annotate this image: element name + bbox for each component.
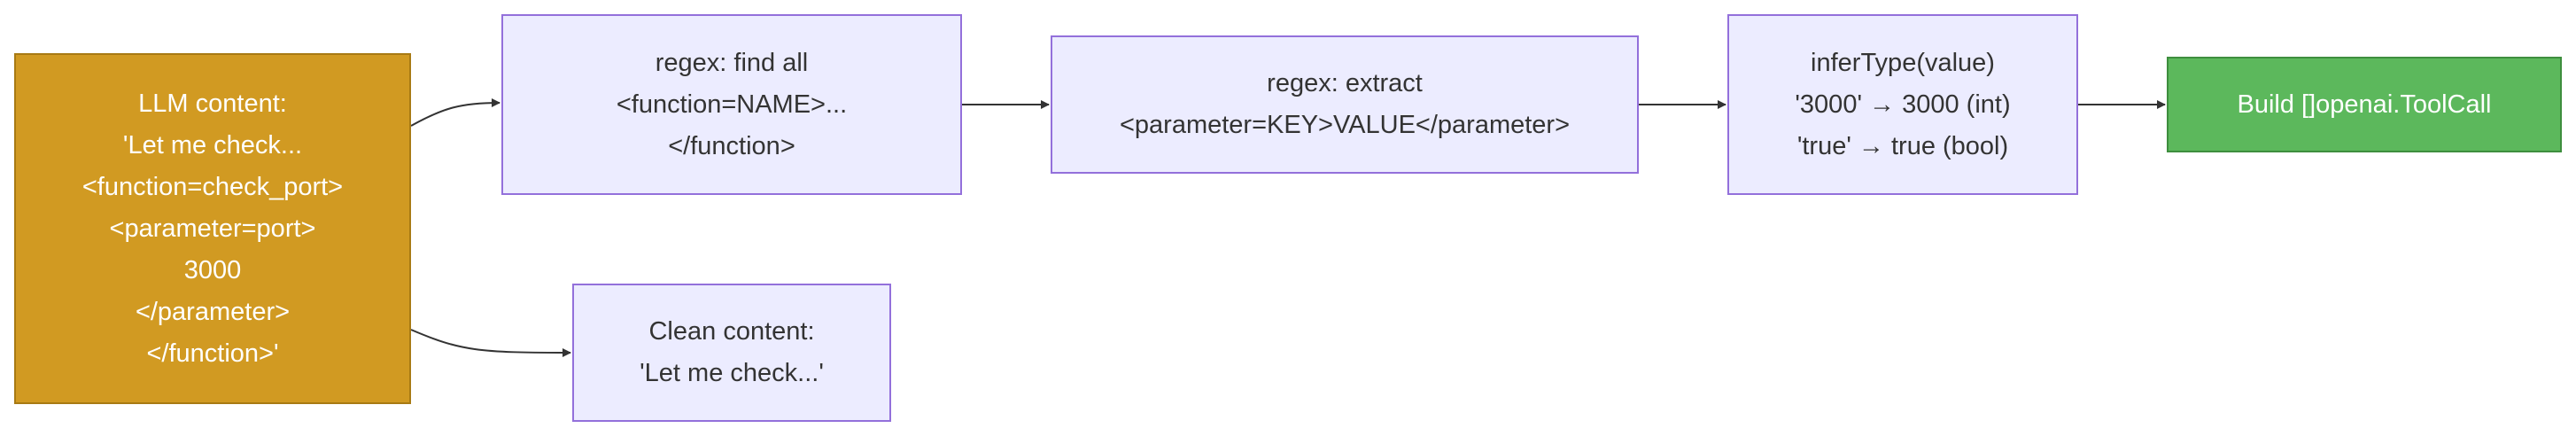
find-all-line-1: regex: find all [655, 48, 809, 77]
llm-content-line-3: <function=check_port> [81, 172, 344, 201]
llm-content-line-7: </function>' [146, 339, 279, 368]
infer-type-line-2: '3000' → 3000 (int) [1795, 90, 2011, 119]
llm-content-line-2: 'Let me check... [122, 130, 303, 160]
llm-content-line-5: 3000 [183, 255, 242, 284]
find-all-line-2: <function=NAME>... [616, 90, 848, 119]
extract-line-1: regex: extract [1267, 69, 1423, 97]
llm-content-node: LLM content: 'Let me check... <function=… [14, 53, 411, 404]
clean-line-2: 'Let me check...' [640, 359, 824, 387]
infer-type-line-3: 'true' → true (bool) [1796, 131, 2009, 160]
infer-type-line-1: inferType(value) [1811, 48, 1995, 77]
llm-content-line-6: </parameter> [135, 297, 291, 326]
clean-content-node: Clean content: 'Let me check...' [572, 284, 891, 422]
clean-line-1: Clean content: [648, 317, 815, 346]
llm-content-line-4: <parameter=port> [109, 214, 316, 243]
llm-content-line-1: LLM content: [138, 89, 287, 118]
extract-line-2: <parameter=KEY>VALUE</parameter> [1119, 111, 1571, 139]
regex-find-all-node: regex: find all <function=NAME>... </fun… [501, 14, 962, 195]
regex-extract-node: regex: extract <parameter=KEY>VALUE</par… [1051, 35, 1639, 174]
build-line-1: Build []openai.ToolCall [2237, 90, 2492, 119]
infer-type-node: inferType(value) '3000' → 3000 (int) 'tr… [1727, 14, 2078, 195]
edge-llm-to-find [410, 98, 500, 127]
build-toolcall-node: Build []openai.ToolCall [2167, 57, 2562, 152]
find-all-line-3: </function> [668, 131, 795, 160]
edge-llm-to-clean [410, 329, 571, 357]
